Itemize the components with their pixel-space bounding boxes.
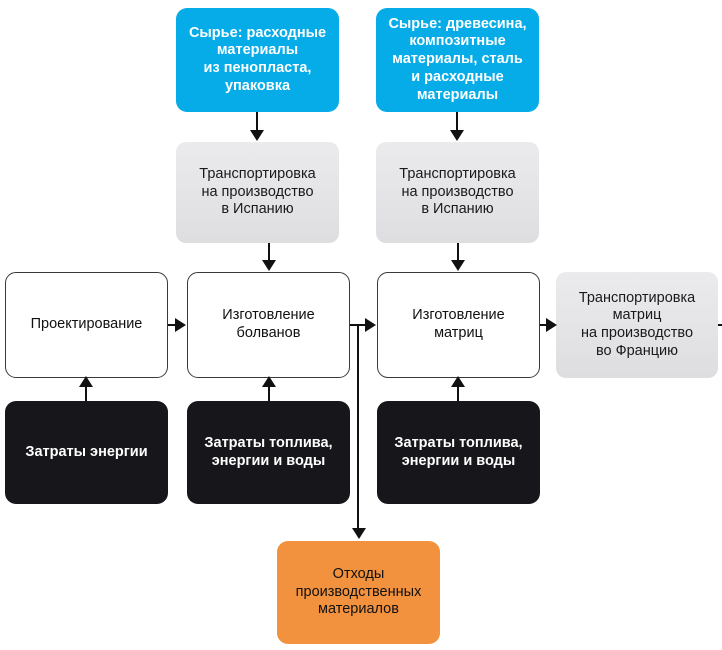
node-plug-manufacturing: Изготовление болванов <box>187 272 350 378</box>
connector-transport-france-outgoing <box>718 324 722 326</box>
connector-mould-to-transport-france <box>540 324 551 326</box>
node-energy-costs: Затраты энергии <box>5 401 168 504</box>
arrowhead-down-icon <box>262 260 276 271</box>
node-fuel-energy-water-costs-1: Затраты топлива, энергии и воды <box>187 401 350 504</box>
node-mould-manufacturing: Изготовление матриц <box>377 272 540 378</box>
arrowhead-right-icon <box>546 318 557 332</box>
connector-plug-to-mould <box>350 324 369 326</box>
arrowhead-right-icon <box>365 318 376 332</box>
arrowhead-right-icon <box>175 318 186 332</box>
connector-raw-foam-to-transport <box>256 112 258 132</box>
connector-design-to-plug <box>168 324 179 326</box>
node-design: Проектирование <box>5 272 168 378</box>
node-transport-to-france: Транспортировка матриц на производство в… <box>556 272 718 378</box>
node-production-waste: Отходы производственных материалов <box>277 541 440 644</box>
arrowhead-down-icon <box>352 528 366 539</box>
connector-raw-wood-to-transport <box>456 112 458 132</box>
connector-waste-corner <box>357 526 359 528</box>
node-fuel-energy-water-costs-2: Затраты топлива, энергии и воды <box>377 401 540 504</box>
connector-transport2-to-mould <box>457 243 459 262</box>
arrowhead-down-icon <box>450 130 464 141</box>
connector-plug-to-waste <box>357 324 359 527</box>
arrowhead-down-icon <box>451 260 465 271</box>
connector-fuel1-to-plug <box>268 386 270 401</box>
node-transport-to-spain-2: Транспортировка на производство в Испани… <box>376 142 539 243</box>
arrowhead-up-icon <box>262 376 276 387</box>
node-raw-material-foam: Сырье: расходные материалы из пенопласта… <box>176 8 339 112</box>
connector-transport1-to-plug <box>268 243 270 262</box>
node-raw-material-wood: Сырье: древесина, композитные материалы,… <box>376 8 539 112</box>
connector-fuel2-to-mould <box>457 386 459 401</box>
connector-energy-to-design <box>85 386 87 401</box>
arrowhead-down-icon <box>250 130 264 141</box>
node-transport-to-spain-1: Транспортировка на производство в Испани… <box>176 142 339 243</box>
arrowhead-up-icon <box>451 376 465 387</box>
arrowhead-up-icon <box>79 376 93 387</box>
